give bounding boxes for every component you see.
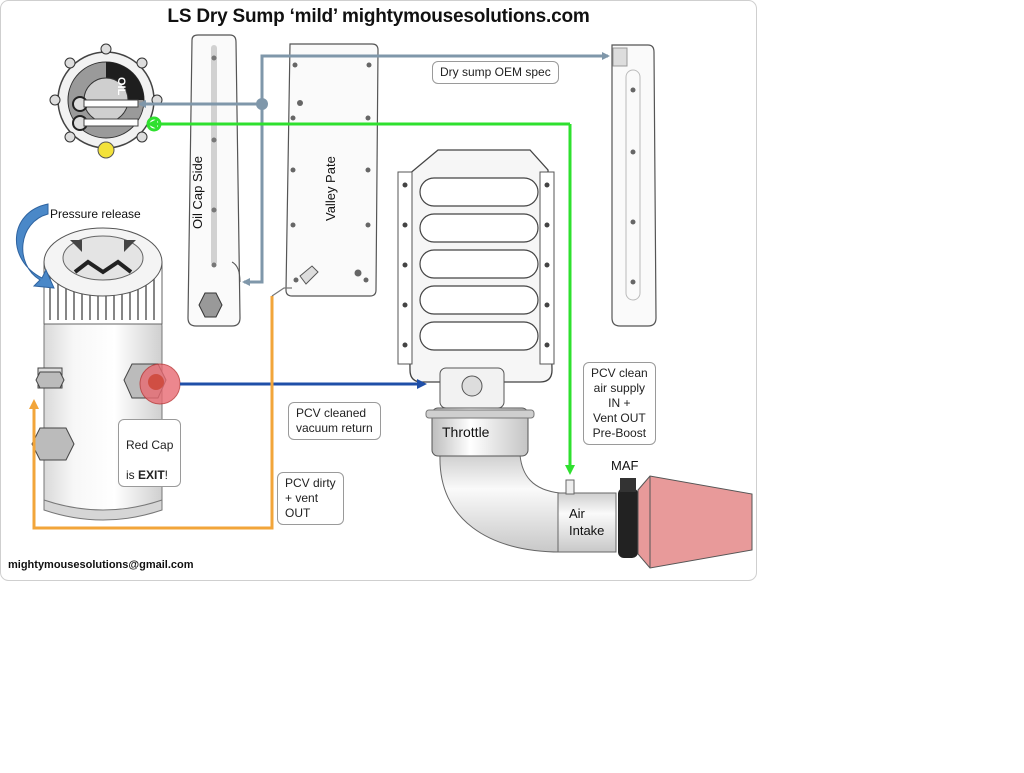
callout-pcv-dirty: PCV dirty + vent OUT	[277, 472, 344, 525]
catch-can-red-cap	[123, 363, 181, 405]
pcv-intake-nipple	[565, 479, 575, 495]
pressure-release-label: Pressure release	[50, 207, 141, 221]
callout-red-cap: Red Cap is EXIT!	[118, 419, 182, 487]
contact-email: mightymousesolutions@gmail.com	[8, 559, 194, 571]
valley-plate	[285, 43, 379, 297]
air-intake-label-line1: Air	[569, 506, 586, 521]
intake-manifold	[397, 149, 555, 409]
pressure-release-arrow	[16, 203, 55, 289]
red-cap-line2a: is	[126, 468, 138, 482]
valve-cover-oil-cap-side	[187, 34, 241, 327]
maf-sensor	[618, 478, 638, 558]
throttle-body	[425, 407, 535, 457]
callout-dry-sump-oem: Dry sump OEM spec	[432, 61, 559, 84]
catch-can-inlet-fitting	[35, 367, 65, 389]
gray-line-top	[140, 52, 610, 106]
air-filter-cone	[637, 475, 753, 569]
callout-pcv-clean-air: PCV clean air supply IN + Vent OUT Pre-B…	[583, 362, 656, 445]
intake-tube	[439, 454, 617, 553]
callout-pcv-cleaned: PCV cleaned vacuum return	[288, 402, 381, 440]
red-cap-line2c: !	[164, 468, 169, 482]
throttle-label: Throttle	[442, 424, 490, 440]
diagram-frame	[0, 0, 757, 581]
catch-can-drain	[31, 427, 75, 461]
maf-label: MAF	[611, 458, 639, 473]
oil-cap-side-label: Oil Cap Side	[190, 156, 205, 229]
diagram-title: LS Dry Sump ‘mild’ mightymousesolutions.…	[167, 6, 590, 27]
valley-plate-label: Valley Pate	[323, 156, 338, 221]
oil-filler-cap	[49, 43, 163, 159]
yellow-fitting	[97, 141, 115, 159]
air-intake-label-line2: Intake	[569, 523, 604, 538]
oil-cap-text: OIL	[115, 77, 127, 96]
orange-line-dirty-out	[29, 296, 274, 530]
catch-can	[31, 227, 181, 521]
gray-junction	[256, 98, 268, 110]
red-cap-line1: Red Cap	[126, 438, 174, 452]
red-cap-exit: EXIT	[138, 468, 165, 482]
valve-cover-right	[611, 44, 657, 327]
gray-line-to-cover	[242, 104, 264, 286]
